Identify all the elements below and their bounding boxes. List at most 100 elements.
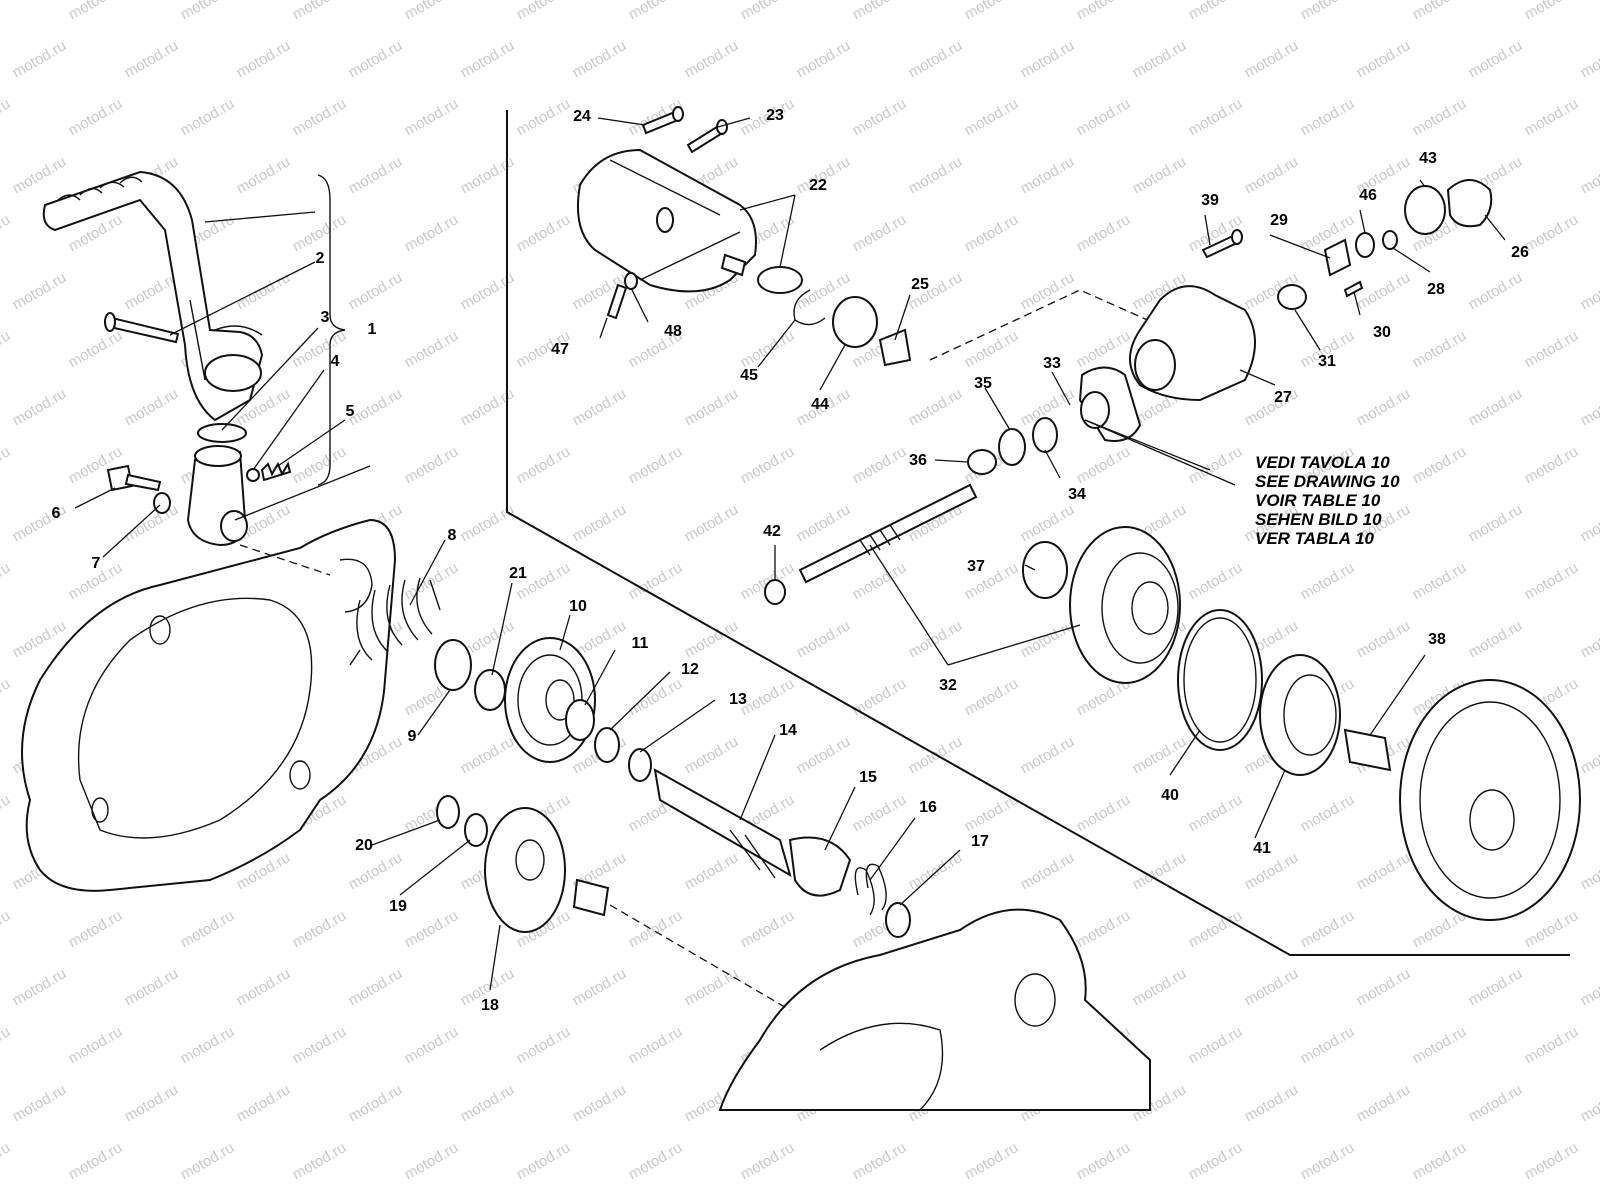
callout-label: 37 xyxy=(967,558,985,575)
callout-label: 41 xyxy=(1253,840,1271,857)
watermark-text: motod.ru xyxy=(514,211,574,255)
callout-label: 48 xyxy=(664,323,682,340)
watermark-text: motod.ru xyxy=(962,211,1022,255)
bushing-38 xyxy=(1343,728,1392,772)
watermark-text: motod.ru xyxy=(1466,269,1526,313)
callout-label: 31 xyxy=(1318,353,1336,370)
watermark-text: motod.ru xyxy=(1242,385,1302,429)
watermark-text: motod.ru xyxy=(66,907,126,951)
watermark-text: motod.ru xyxy=(1354,965,1414,1009)
watermark-text: motod.ru xyxy=(1242,153,1302,197)
reference-note-line: VOIR TABLE 10 xyxy=(1255,491,1381,510)
watermark-text: motod.ru xyxy=(290,211,350,255)
watermark-text: motod.ru xyxy=(1242,1081,1302,1125)
watermark-text: motod.ru xyxy=(570,1081,630,1125)
watermark-text: motod.ru xyxy=(1074,791,1134,835)
callout-label: 14 xyxy=(779,722,797,739)
watermark-text: motod.ru xyxy=(1018,617,1078,661)
watermark-text: motod.ru xyxy=(1466,1081,1526,1125)
washer-7 xyxy=(153,492,171,514)
callout-label: 30 xyxy=(1373,324,1391,341)
watermark-text: motod.ru xyxy=(850,0,910,23)
watermark-text: motod.ru xyxy=(738,443,798,487)
callout-label: 32 xyxy=(939,677,957,694)
watermark-text: motod.ru xyxy=(514,443,574,487)
assembly-bracket xyxy=(317,174,346,486)
watermark-text: motod.ru xyxy=(178,907,238,951)
plate-40 xyxy=(1177,609,1263,751)
watermark-text: motod.ru xyxy=(234,269,294,313)
freewheel-41 xyxy=(1259,654,1341,776)
watermark-text: motod.ru xyxy=(458,501,518,545)
watermark-text: motod.ru xyxy=(850,675,910,719)
callout-label: 8 xyxy=(448,527,457,544)
bearing-44 xyxy=(832,296,878,348)
watermark-text: motod.ru xyxy=(1354,385,1414,429)
callout-label: 6 xyxy=(52,505,61,522)
callout-label: 15 xyxy=(859,769,877,786)
watermark-text: motod.ru xyxy=(178,1023,238,1067)
callout-label: 11 xyxy=(632,635,649,652)
watermark-text: motod.ru xyxy=(570,501,630,545)
watermark-text: motod.ru xyxy=(1354,1081,1414,1125)
crankcase-lower xyxy=(718,908,1151,1111)
starter-motor-22 xyxy=(576,148,757,293)
callout-label: 20 xyxy=(355,837,373,854)
watermark-text: motod.ru xyxy=(1410,0,1470,23)
idler-gear-18 xyxy=(484,807,566,933)
watermark-text: motod.ru xyxy=(1578,1081,1600,1125)
watermark-text: motod.ru xyxy=(290,0,350,23)
watermark-text: motod.ru xyxy=(1018,849,1078,893)
watermark-text: motod.ru xyxy=(1130,849,1190,893)
watermark-text: motod.ru xyxy=(1578,269,1600,313)
watermark-text: motod.ru xyxy=(66,1139,126,1183)
watermark-text: motod.ru xyxy=(794,617,854,661)
watermark-text: motod.ru xyxy=(66,327,126,371)
watermark-text: motod.ru xyxy=(0,559,13,603)
watermark-text: motod.ru xyxy=(1522,1023,1582,1067)
callout-label: 12 xyxy=(681,661,699,678)
callout-label: 3 xyxy=(321,309,330,326)
watermark-text: motod.ru xyxy=(1074,327,1134,371)
watermark-text: motod.ru xyxy=(66,95,126,139)
watermark-text: motod.ru xyxy=(178,95,238,139)
watermark-text: motod.ru xyxy=(738,907,798,951)
watermark-text: motod.ru xyxy=(1522,907,1582,951)
o-ring-3 xyxy=(197,423,247,443)
watermark-text: motod.ru xyxy=(1298,1139,1358,1183)
watermark-text: motod.ru xyxy=(0,791,13,835)
callout-label: 34 xyxy=(1068,486,1086,503)
watermark-text: motod.ru xyxy=(122,385,182,429)
callout-label: 5 xyxy=(346,403,355,420)
watermark-text: motod.ru xyxy=(1298,95,1358,139)
watermark-text: motod.ru xyxy=(10,269,70,313)
watermark-text: motod.ru xyxy=(10,1081,70,1125)
watermark-text: motod.ru xyxy=(1186,1023,1246,1067)
ring-11 xyxy=(565,699,595,741)
callout-label: 10 xyxy=(569,598,587,615)
callout-label: 40 xyxy=(1161,787,1179,804)
watermark-text: motod.ru xyxy=(1466,37,1526,81)
watermark-text: motod.ru xyxy=(458,37,518,81)
watermark-text: motod.ru xyxy=(10,385,70,429)
watermark-text: motod.ru xyxy=(1522,1139,1582,1183)
callout-label: 19 xyxy=(389,898,407,915)
watermark-text: motod.ru xyxy=(346,153,406,197)
watermark-text: motod.ru xyxy=(458,1081,518,1125)
starter-housing-27 xyxy=(1129,285,1256,402)
callout-label: 17 xyxy=(971,833,989,850)
watermark-text: motod.ru xyxy=(1410,443,1470,487)
callout-label: 13 xyxy=(729,691,747,708)
callout-label: 9 xyxy=(408,728,417,745)
watermark-text: motod.ru xyxy=(1074,0,1134,23)
callout-label: 42 xyxy=(763,523,781,540)
callout-label: 44 xyxy=(811,396,829,413)
watermark-text: motod.ru xyxy=(626,675,686,719)
callout-label: 2 xyxy=(316,250,325,267)
watermark-text: motod.ru xyxy=(1130,153,1190,197)
cap-26 xyxy=(1446,179,1493,228)
lever-hub xyxy=(186,445,248,547)
watermark-text: motod.ru xyxy=(738,0,798,23)
watermark-text: motod.ru xyxy=(626,1139,686,1183)
